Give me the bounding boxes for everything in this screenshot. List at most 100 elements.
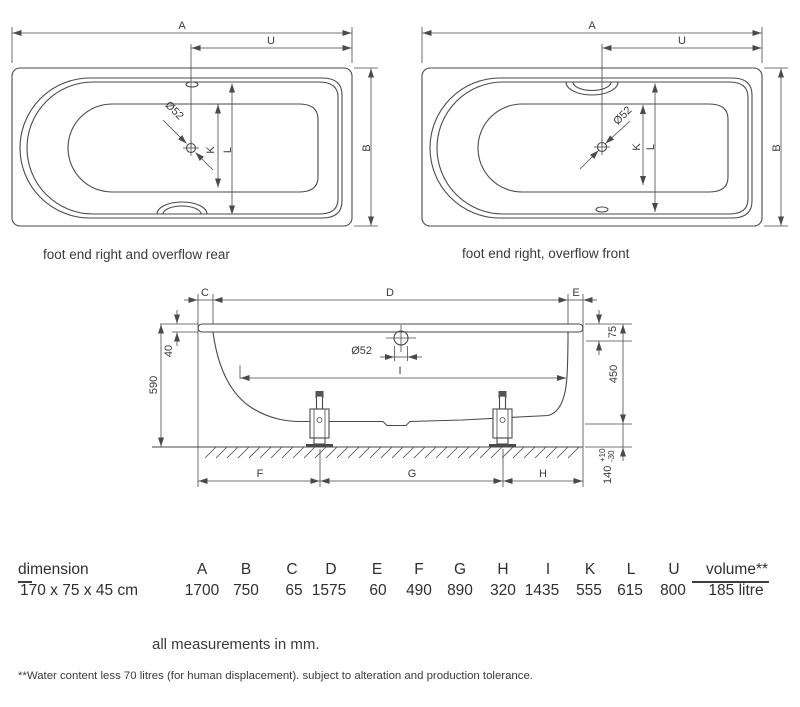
table-row-header: dimension <box>18 561 89 578</box>
tub-outer-edge <box>11 67 353 227</box>
tub-section-outline <box>197 323 584 427</box>
dimension-e: E <box>568 287 597 303</box>
dim-label-e: E <box>572 287 579 299</box>
table-col-header: I <box>545 561 551 578</box>
tub-basin-line <box>67 103 319 193</box>
table-col-header: F <box>414 561 424 578</box>
adjustable-foot-right <box>489 391 516 448</box>
table-col-header: D <box>325 561 337 578</box>
tub-left-wall <box>212 331 303 423</box>
table-col-value: 890 <box>447 582 473 599</box>
foot-bolt-cap <box>498 391 507 398</box>
dimension-h: H <box>503 468 583 484</box>
dim-label-i: I <box>398 365 401 377</box>
tub-rim-band <box>197 323 584 333</box>
floor-hatching <box>204 446 580 459</box>
table-col-value: 1575 <box>311 582 347 599</box>
dimension-u-right: U <box>601 35 762 147</box>
dim-label-b: B <box>771 144 783 151</box>
dim-label-u: U <box>678 35 686 47</box>
table-col-value: 65 <box>285 582 303 599</box>
tub-rim-outer-line <box>429 77 753 219</box>
table-col-value: 555 <box>576 582 602 599</box>
tub-rim-outer-line <box>19 77 343 219</box>
table-col-value: 750 <box>233 582 259 599</box>
floor <box>152 446 583 459</box>
overflow-arc-rear <box>156 201 208 215</box>
dim-label-g: G <box>408 468 417 480</box>
technical-drawing: Ø52 A U B K L <box>11 20 788 487</box>
dimension-u-left: U <box>190 35 352 148</box>
table-col-header: K <box>584 561 596 578</box>
measure-140: 140 <box>602 466 614 484</box>
overflow-arc-front <box>565 81 619 96</box>
dim-label-f: F <box>257 468 264 480</box>
dim-label-k: K <box>205 146 217 154</box>
dim-label-k: K <box>631 143 643 151</box>
dimension-a-left: A <box>11 20 353 63</box>
dim-label-u: U <box>267 35 275 47</box>
dim-label-a: A <box>178 20 186 32</box>
overflow-diameter-label: Ø52 <box>351 345 372 357</box>
tolerance-plus: +10 <box>598 448 607 462</box>
table-col-value: 800 <box>660 582 686 599</box>
dimension-140: +10 -30 140 <box>598 424 626 484</box>
tolerance-minus: -30 <box>607 450 616 462</box>
dimension-k-left: K <box>205 104 221 188</box>
dimension-height-590: 590 <box>148 324 164 447</box>
dim-label-h: H <box>539 468 547 480</box>
dimension-rim-40: 40 <box>163 310 180 357</box>
dim-label-d: D <box>386 287 394 299</box>
dimension-d: D <box>213 287 568 303</box>
plan-view-right: Ø52 A U B K L <box>421 20 788 227</box>
dimension-i: I <box>239 365 566 381</box>
tub-rim-inner-line <box>436 81 749 215</box>
foot-base-plate <box>306 444 333 448</box>
plan-view-left: Ø52 A U B K L <box>11 20 378 227</box>
adjustable-foot-left <box>306 391 333 448</box>
table-col-value: 60 <box>369 582 387 599</box>
tub-bottom-and-right-wall <box>302 331 569 427</box>
table-rule-volume <box>692 581 769 583</box>
dimension-k-right: K <box>631 105 646 185</box>
tub-outer-edge <box>421 67 763 227</box>
table-col-header: U <box>668 561 680 578</box>
water-content-footnote: **Water content less 70 litres (for huma… <box>18 670 533 682</box>
dim-label-l: L <box>222 147 234 153</box>
dimension-b-right: B <box>764 67 788 227</box>
caption-plan-left: foot end right and overflow rear <box>43 247 230 262</box>
dim-label-a: A <box>588 20 596 32</box>
measure-40: 40 <box>163 345 175 357</box>
dim-label-l: L <box>645 144 657 150</box>
table-col-header: E <box>371 561 383 578</box>
dimension-75: 75 <box>596 310 619 355</box>
rim-marking-oval <box>595 206 609 213</box>
foot-base-plate <box>489 444 516 448</box>
table-col-value: 490 <box>406 582 432 599</box>
dim-label-b: B <box>361 144 373 151</box>
measure-75: 75 <box>607 326 619 338</box>
tub-size-label: 170 x 75 x 45 cm <box>20 582 139 599</box>
table-col-header: C <box>286 561 298 578</box>
dimension-c: C <box>184 287 213 303</box>
foot-bolt-cap <box>315 391 324 398</box>
table-rule-left <box>18 581 32 583</box>
side-section-view: Ø52 C D E 40 590 <box>148 287 632 487</box>
table-col-header: G <box>453 561 467 578</box>
table-volume-header: volume** <box>705 561 769 578</box>
table-col-value: 320 <box>490 582 516 599</box>
tub-outline-left <box>11 67 353 227</box>
tub-basin-line <box>477 103 729 193</box>
measure-450: 450 <box>608 365 620 383</box>
table-volume-value: 185 litre <box>708 582 764 599</box>
table-col-header: B <box>240 561 252 578</box>
overflow-section: Ø52 <box>351 325 422 361</box>
tub-outline-right <box>421 67 763 227</box>
table-col-value: 615 <box>617 582 643 599</box>
dimension-f: F <box>198 468 320 484</box>
dim-label-c: C <box>201 287 209 299</box>
tub-rim-inner-line <box>26 81 339 215</box>
table-col-value: 1435 <box>524 582 560 599</box>
units-note: all measurements in mm. <box>152 636 320 653</box>
